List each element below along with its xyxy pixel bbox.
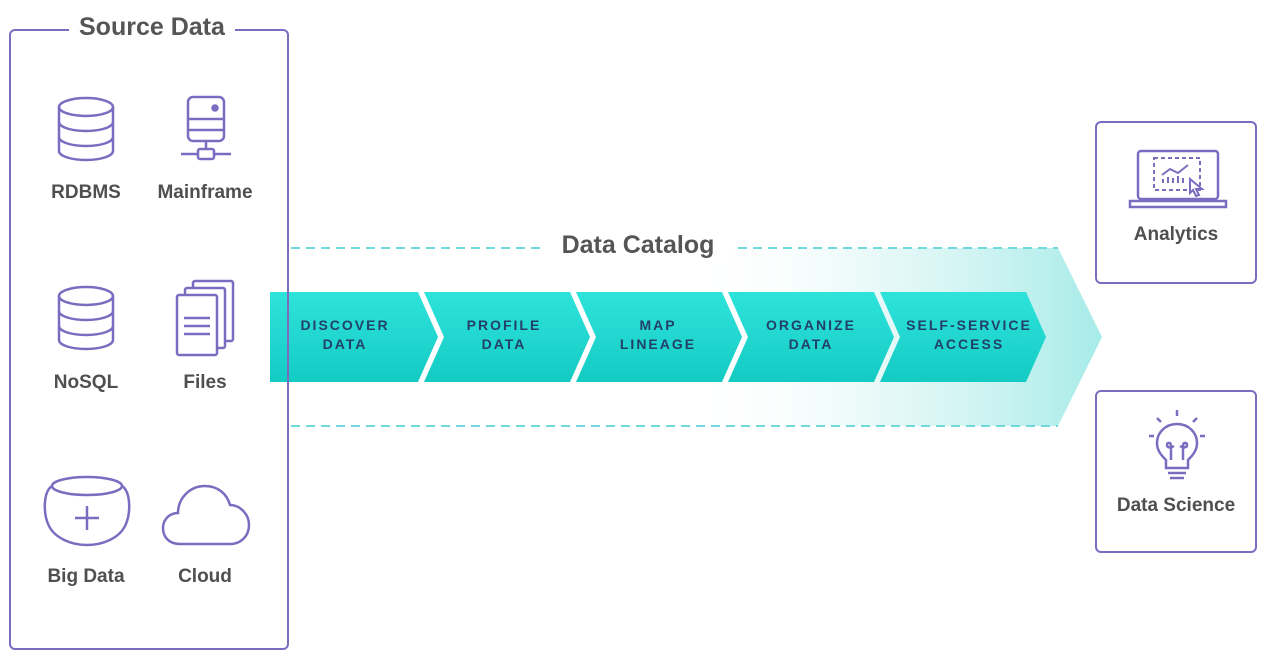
source-label-files: Files (183, 372, 227, 393)
step-4-line2: DATA (788, 336, 834, 352)
step-chevron-3 (576, 292, 742, 382)
step-5-line1: SELF-SERVICE (906, 317, 1032, 333)
output-label-data-science: Data Science (1116, 495, 1236, 516)
source-label-big-data: Big Data (47, 566, 125, 587)
step-chevron-4 (728, 292, 894, 382)
step-chevron-1 (270, 292, 438, 382)
source-label-nosql: NoSQL (53, 372, 119, 393)
step-2-line2: DATA (481, 336, 527, 352)
step-label-5: SELF-SERVICE ACCESS (904, 316, 1034, 354)
step-chevron-2 (424, 292, 590, 382)
step-3-line2: LINEAGE (619, 336, 697, 352)
step-3-line1: MAP (639, 317, 677, 333)
step-4-line1: ORGANIZE (766, 317, 856, 333)
analytics-panel: Analytics (1095, 121, 1257, 284)
big-data-icon (43, 475, 131, 547)
source-label-rdbms: RDBMS (51, 182, 121, 203)
database-icon (57, 96, 115, 162)
step-chevron-5 (880, 292, 1046, 382)
step-label-3: MAP LINEAGE (593, 316, 723, 354)
step-label-1: DISCOVER DATA (280, 316, 410, 354)
files-icon (175, 279, 235, 357)
source-data-title: Source Data (69, 13, 235, 42)
server-icon (181, 95, 231, 161)
step-1-line2: DATA (322, 336, 368, 352)
step-5-line2: ACCESS (933, 336, 1005, 352)
source-label-cloud: Cloud (178, 566, 232, 587)
source-label-mainframe: Mainframe (157, 182, 253, 203)
output-label-analytics: Analytics (1133, 224, 1219, 245)
lightbulb-icon (1149, 410, 1205, 480)
step-label-2: PROFILE DATA (439, 316, 569, 354)
step-label-4: ORGANIZE DATA (746, 316, 876, 354)
step-2-line1: PROFILE (466, 317, 542, 333)
step-1-line1: DISCOVER (300, 317, 390, 333)
catalog-title: Data Catalog (548, 231, 728, 260)
source-data-panel (9, 29, 289, 650)
data-science-panel: Data Science (1095, 390, 1257, 553)
cloud-icon (161, 484, 251, 546)
laptop-chart-icon (1128, 149, 1228, 209)
database-icon-nosql (57, 285, 115, 351)
